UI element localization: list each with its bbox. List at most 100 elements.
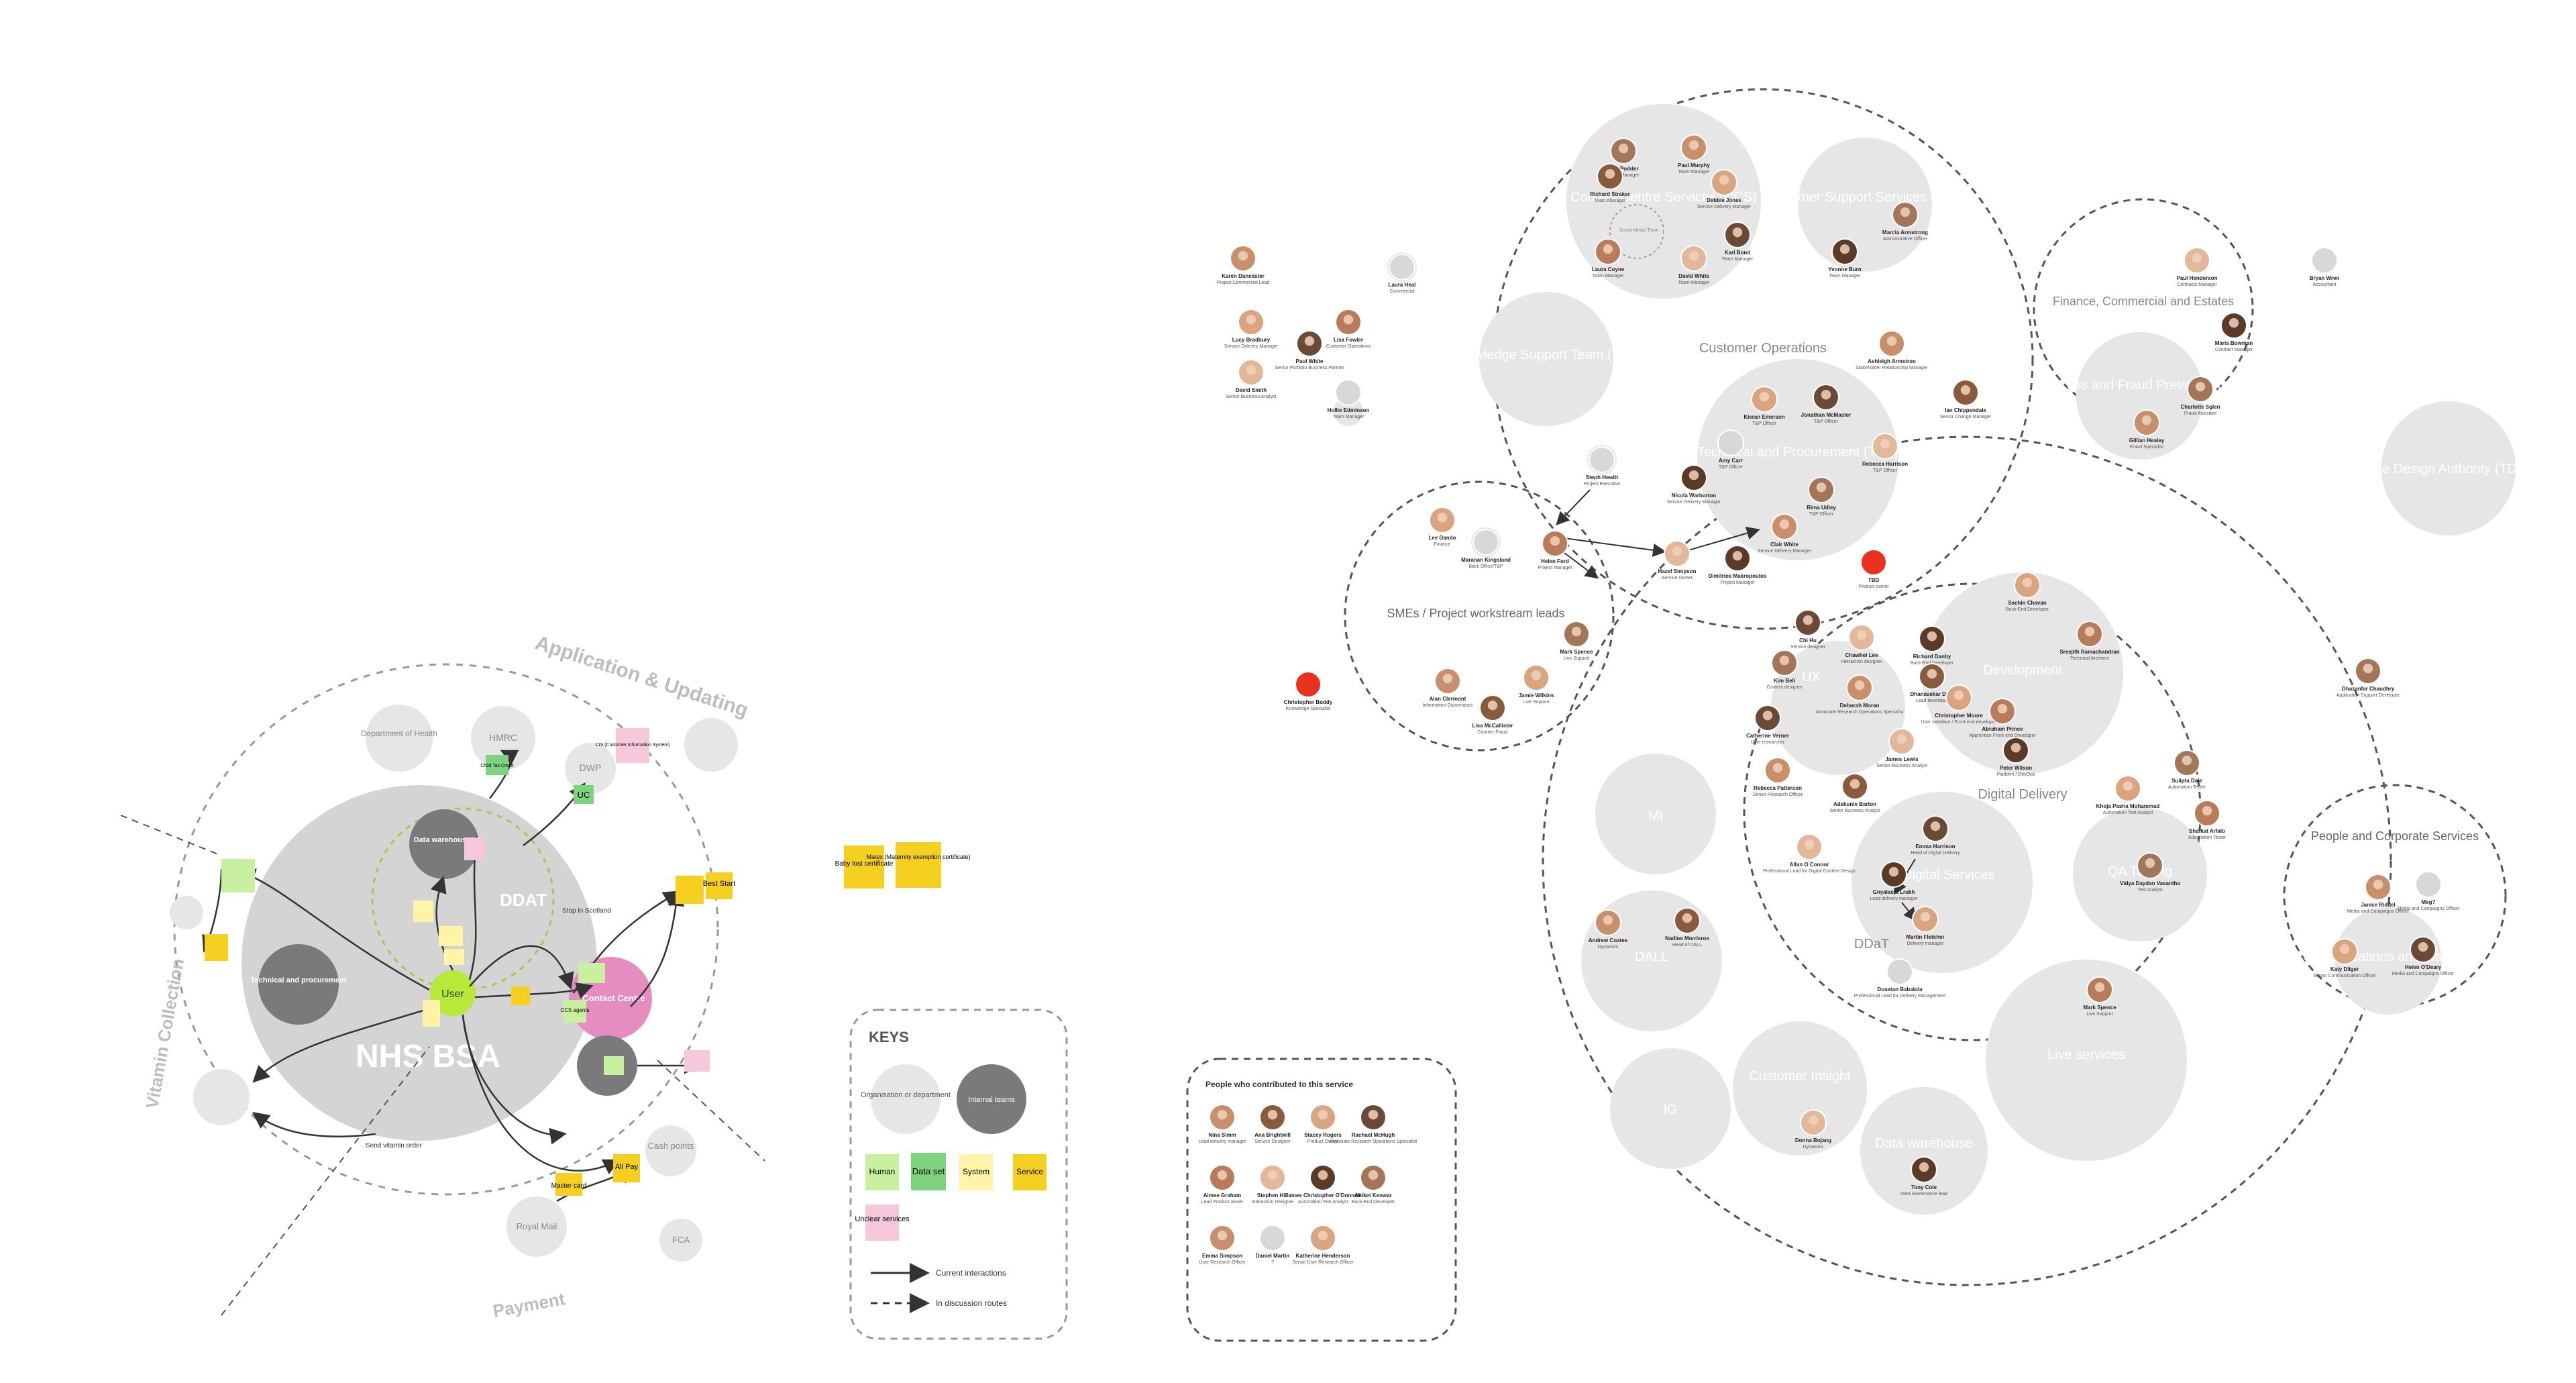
sticky-matex[interactable] xyxy=(896,842,941,888)
circle-ux[interactable] xyxy=(1771,641,1905,775)
sticky-uc[interactable] xyxy=(574,785,594,804)
sticky-cis[interactable] xyxy=(616,728,649,763)
circle-comms[interactable] xyxy=(2334,907,2442,1015)
sticky-food[interactable] xyxy=(205,934,228,961)
sticky-operations[interactable] xyxy=(464,837,486,860)
circle-loss-fraud[interactable] xyxy=(2076,332,2204,460)
circle-knowledge[interactable] xyxy=(1479,292,1613,426)
sticky-pharmacy[interactable] xyxy=(221,859,255,892)
person-card[interactable]: Meg?Media and Campaigns Officer xyxy=(2398,871,2460,911)
org-small-circle[interactable] xyxy=(170,896,203,929)
org-department-of-health[interactable] xyxy=(366,705,433,772)
circle-ig[interactable] xyxy=(1610,1048,1731,1169)
sticky-child-tax[interactable] xyxy=(486,755,508,775)
circle-data-warehouse[interactable] xyxy=(1860,1087,1988,1215)
circle-development[interactable] xyxy=(1922,572,2123,774)
sticky-ddat-2[interactable] xyxy=(439,926,463,946)
person-card[interactable]: Daniel Martin? xyxy=(1256,1225,1289,1265)
sticky-ddat-3[interactable] xyxy=(444,949,464,965)
sticky-user-right[interactable] xyxy=(511,986,530,1005)
team-data-warehouses[interactable] xyxy=(409,809,479,879)
sticky-pushed[interactable] xyxy=(676,876,704,904)
circle-tech-proc[interactable] xyxy=(1697,359,1898,560)
sticky-best-start[interactable] xyxy=(706,872,733,899)
org-hmrc[interactable] xyxy=(471,706,535,770)
circle-live-services[interactable] xyxy=(1986,960,2187,1161)
team-technical-procurement[interactable] xyxy=(258,944,339,1025)
sticky-baby-lost[interactable] xyxy=(844,846,884,888)
org-business-account[interactable] xyxy=(193,1069,250,1125)
circle-customer-insight[interactable] xyxy=(1733,1021,1867,1156)
org-local-gov[interactable] xyxy=(684,718,738,772)
circle-mi[interactable] xyxy=(1595,754,1716,874)
sticky-workforce[interactable] xyxy=(578,963,605,983)
user-node[interactable] xyxy=(430,970,476,1016)
org-fca[interactable] xyxy=(659,1219,702,1262)
circle-design-authority[interactable] xyxy=(2381,401,2516,535)
